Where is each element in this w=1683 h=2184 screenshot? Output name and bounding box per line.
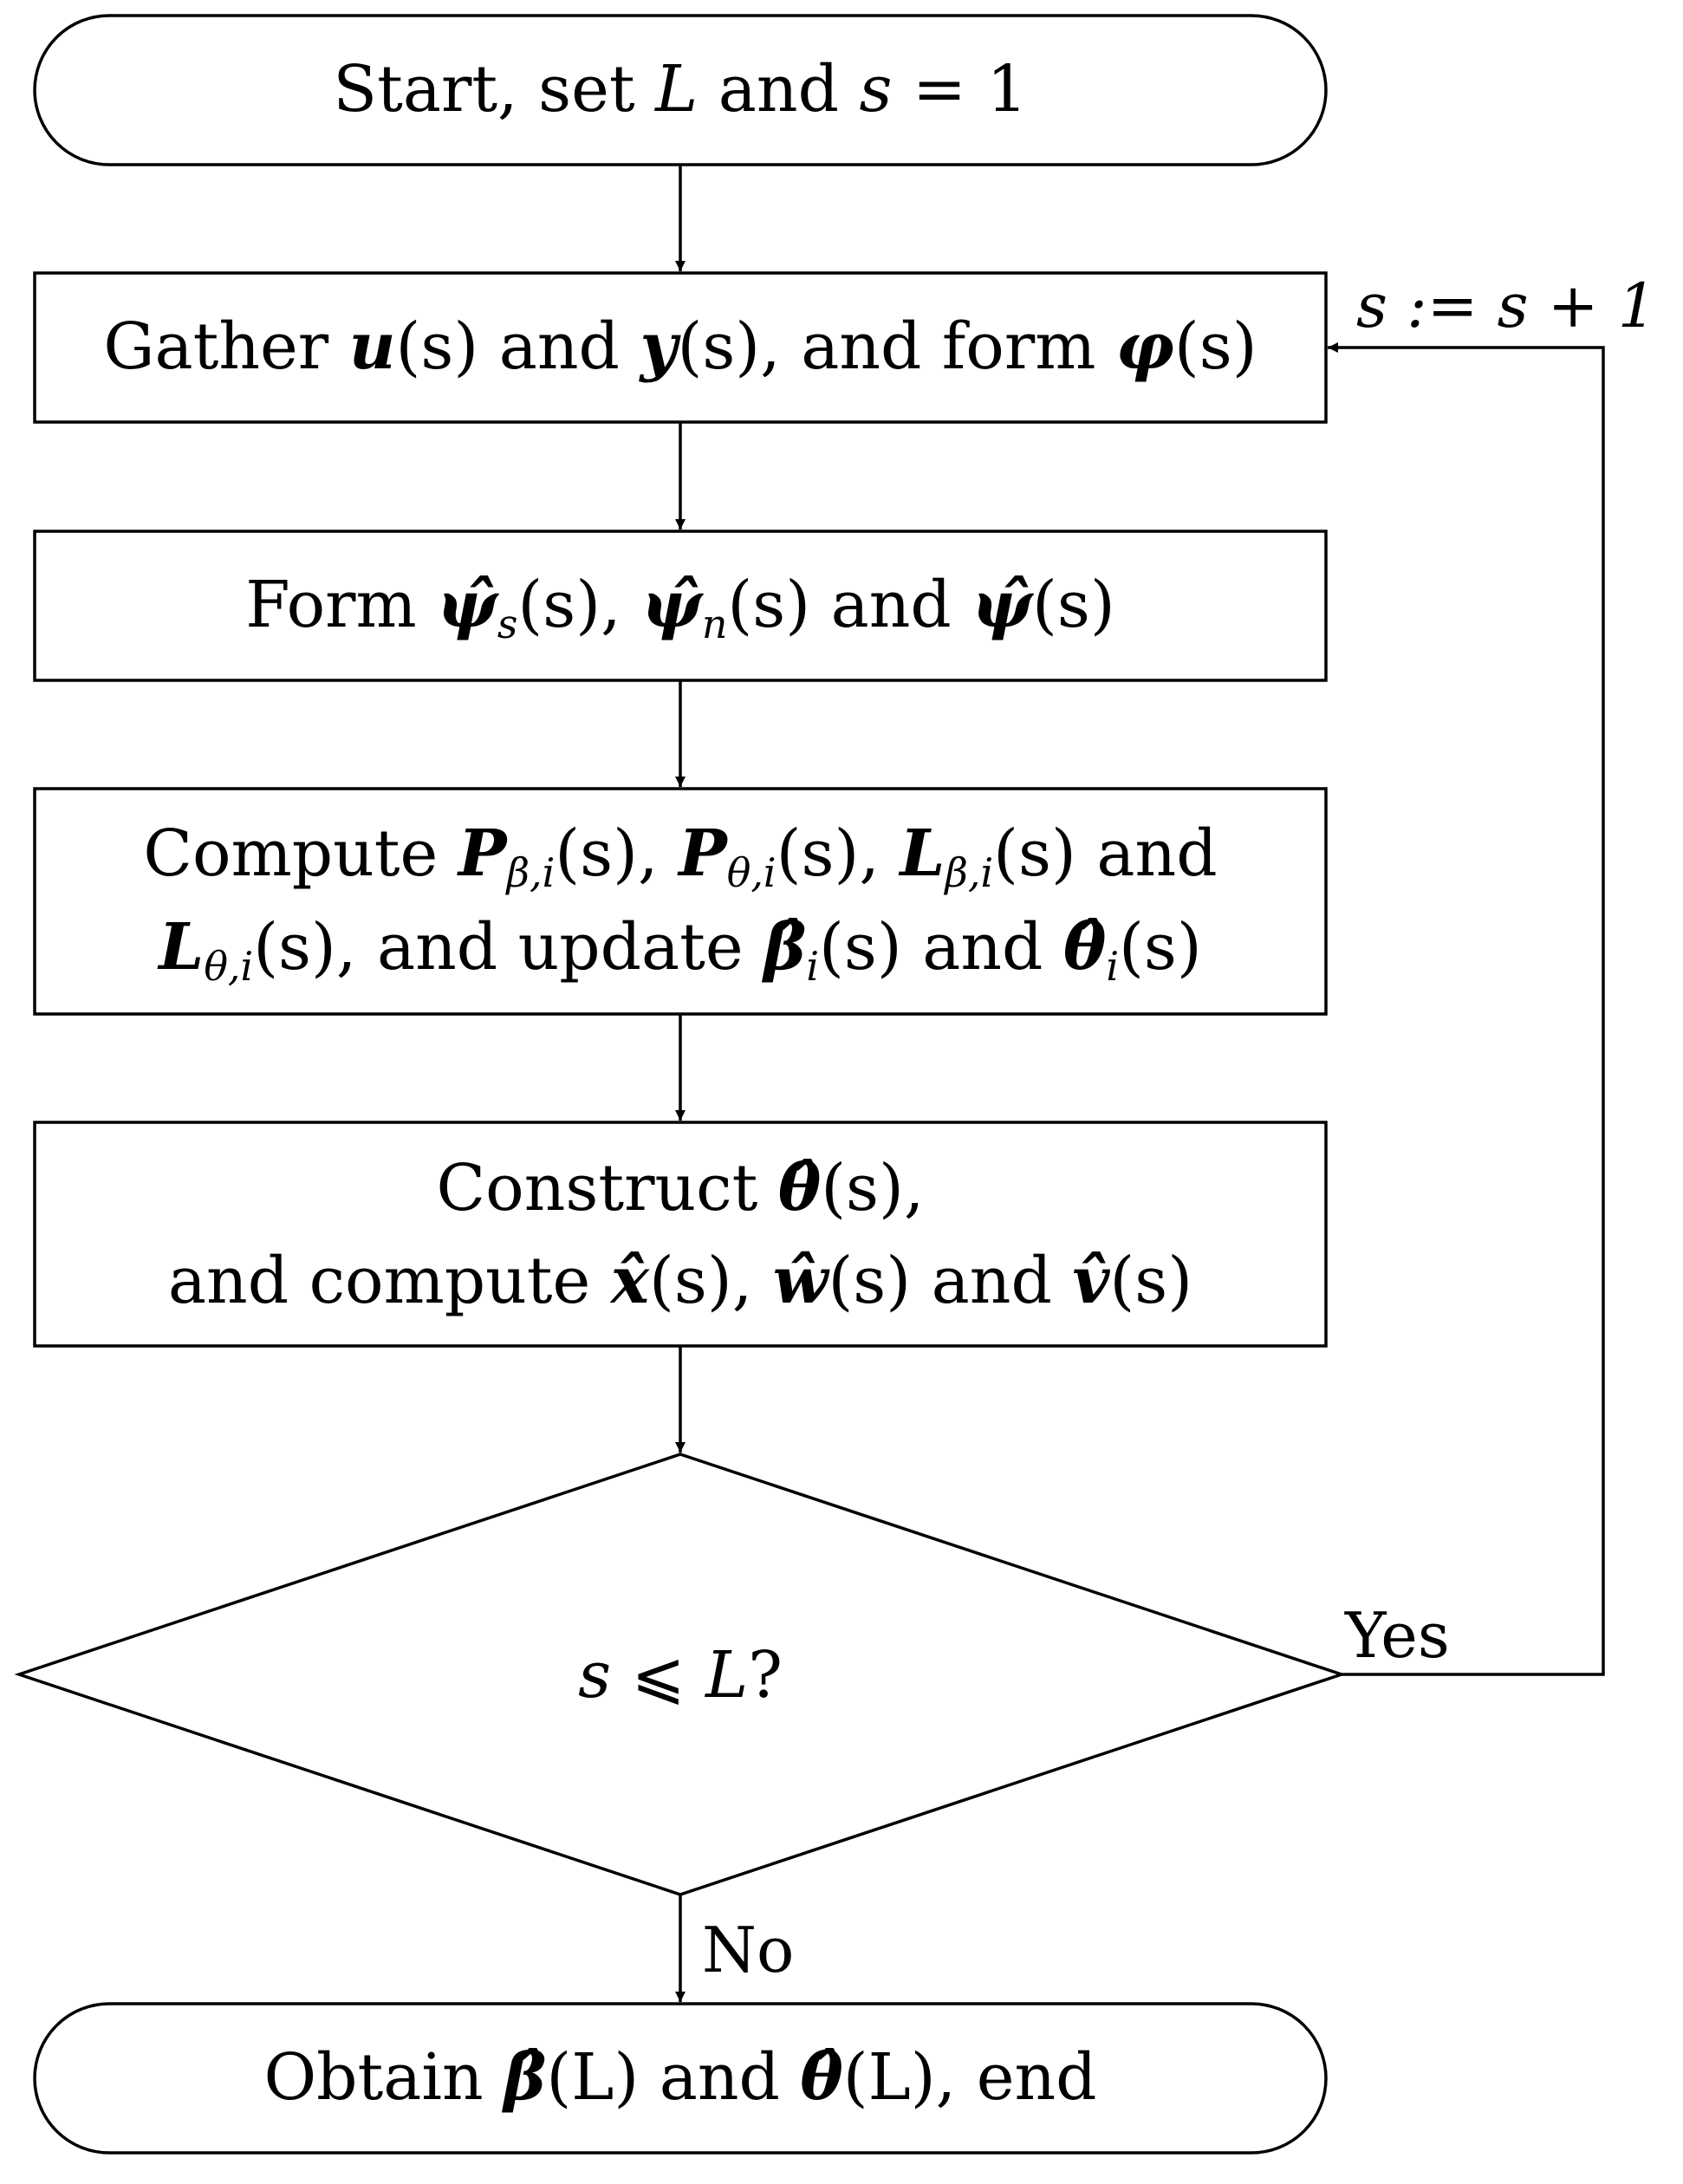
arg-s: (s) (821, 1151, 904, 1225)
arg-s: (s) (819, 910, 902, 985)
var-P: P (679, 816, 727, 891)
gather-label: Gather u(s) and y(s), and form φ(s) (35, 301, 1326, 393)
text-and: and (911, 1244, 1073, 1319)
text-eq: = 1 (892, 52, 1028, 127)
compute-line-1: Compute Pβ,i(s), Pθ,i(s), Lβ,i(s) and (35, 808, 1326, 901)
compute-label: Compute Pβ,i(s), Pθ,i(s), Lβ,i(s) and Lθ… (35, 808, 1326, 996)
no-label: No (702, 1914, 795, 1986)
var-psi-n: ψ̂ (641, 568, 702, 642)
text-and-compute: and compute (167, 1244, 611, 1319)
form-psi-label: Form ψ̂s(s), ψ̂n(s) and ψ̂(s) (35, 559, 1326, 653)
arg-s: (s) (1032, 568, 1115, 642)
arg-s: (s) (993, 816, 1076, 891)
end-terminal (33, 2002, 1328, 2155)
var-beta-hat: β̂ (504, 2040, 547, 2115)
arg-s: (s) (828, 1244, 912, 1319)
text-comma: , (731, 1244, 773, 1319)
var-w-hat: ŵ (772, 1244, 829, 1319)
loop-back-arrow (1328, 342, 1605, 1676)
var-u: u (348, 309, 396, 384)
text-and: and (1075, 816, 1218, 891)
text-compute: Compute (143, 816, 458, 891)
sub-i: i (806, 943, 820, 991)
text-and: and (901, 910, 1063, 985)
var-theta-hat: θ̂ (800, 2040, 843, 2115)
sub-theta-i: θ,i (204, 943, 254, 991)
arg-s: (s) (1119, 910, 1202, 985)
text-obtain: Obtain (263, 2040, 504, 2115)
compute-line-2: Lθ,i(s), and update β̂i(s) and θ̂i(s) (35, 901, 1326, 995)
var-L: L (159, 910, 205, 985)
arg-s: (s) (677, 309, 761, 384)
construct-line-1: Construct θ̂(s), (35, 1142, 1326, 1235)
var-psi-s: ψ̂ (437, 568, 497, 642)
text-form: , and form (760, 309, 1116, 384)
arg-s: (s) (395, 309, 479, 384)
text-update: , and update (335, 910, 764, 985)
text-comma: , (859, 816, 900, 891)
text-and: and (698, 52, 860, 127)
arg-L: (L) (842, 2040, 936, 2115)
sub-beta-i: β,i (945, 848, 994, 896)
arg-s: (s) (253, 910, 336, 985)
text-comma: , (601, 568, 642, 642)
arg-s: (s) (517, 568, 601, 642)
leq-symbol: ⩽ (611, 1638, 706, 1713)
var-L: L (705, 1638, 749, 1713)
var-s: s (859, 52, 893, 127)
var-psi: ψ̂ (971, 568, 1032, 642)
var-P: P (458, 816, 507, 891)
arg-s: (s) (727, 568, 811, 642)
text-form: Form (245, 568, 438, 642)
sub-s: s (497, 600, 518, 647)
text-and: and (639, 2040, 801, 2115)
text-comma: , (638, 816, 679, 891)
yes-label: Yes (1345, 1599, 1450, 1672)
construct-label: Construct θ̂(s), and compute x̂(s), ŵ(s)… (35, 1142, 1326, 1329)
text-construct: Construct (436, 1151, 778, 1225)
var-s: s (578, 1638, 612, 1713)
decision-label: s ⩽ L? (35, 1629, 1326, 1722)
sub-i: i (1106, 943, 1119, 991)
var-x-hat: x̂ (610, 1244, 649, 1319)
var-L: L (655, 52, 699, 127)
arg-s: (s) (776, 816, 860, 891)
construct-line-2: and compute x̂(s), ŵ(s) and v̂(s) (35, 1235, 1326, 1328)
arg-s: (s) (555, 816, 639, 891)
end-label: Obtain β̂(L) and θ̂(L), end (35, 2031, 1326, 2124)
var-L: L (900, 816, 945, 891)
text-end: , end (935, 2040, 1097, 2115)
arg-L: (L) (546, 2040, 640, 2115)
arg-s: (s) (1173, 309, 1257, 384)
text-start: Start, set (333, 52, 656, 127)
text-and: and (478, 309, 640, 384)
var-v-hat: v̂ (1072, 1244, 1110, 1319)
sub-beta-i: β,i (506, 848, 556, 896)
sub-theta-i: θ,i (726, 848, 777, 896)
question-mark: ? (748, 1638, 783, 1713)
var-beta-hat: β̂ (764, 910, 807, 985)
arg-s: (s) (648, 1244, 732, 1319)
arg-s: (s) (1109, 1244, 1193, 1319)
var-theta-hat: θ̂ (1062, 910, 1107, 985)
start-label: Start, set L and s = 1 (35, 43, 1326, 136)
text-comma: , (903, 1151, 925, 1225)
text-and: and (810, 568, 972, 642)
loop-increment-label: s := s + 1 (1356, 270, 1657, 341)
var-theta-hat: θ̂ (777, 1151, 822, 1225)
sub-n: n (701, 600, 728, 647)
text-gather: Gather (103, 309, 349, 384)
var-phi: φ (1115, 309, 1174, 384)
var-y: y (640, 309, 678, 384)
